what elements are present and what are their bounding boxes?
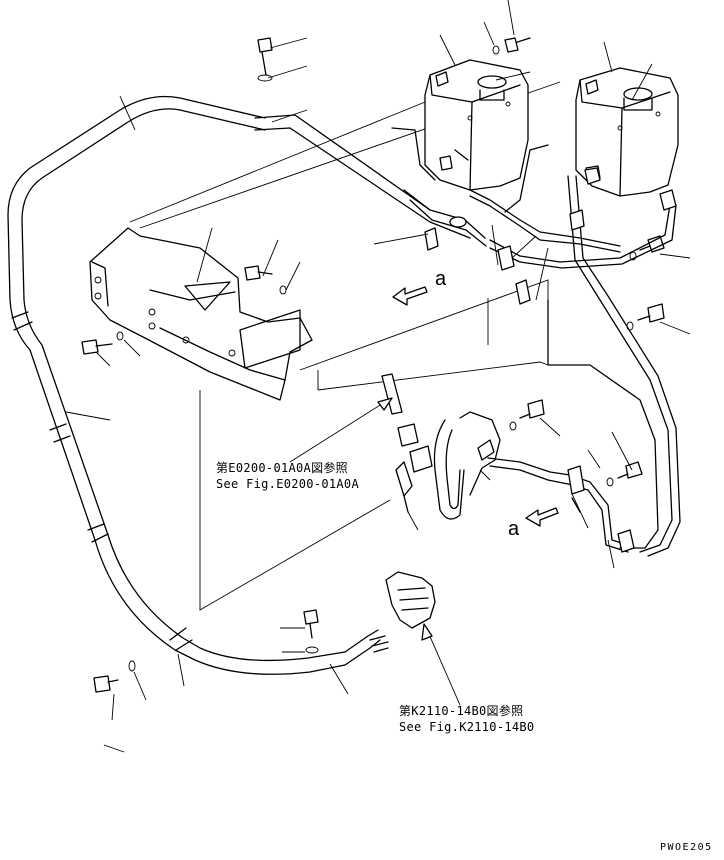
reference-arrow-1 [289,397,393,463]
view-arrow-2 [525,507,559,527]
bolt-top-right [492,37,531,55]
bolt-top [257,37,273,82]
bolt-far-right [606,461,643,487]
bolt-mid [244,265,287,295]
view-marker-a-1: a [435,268,447,290]
bolt-right-2 [626,303,665,331]
leader-lines [65,0,691,753]
bolt-mid-right [509,399,545,431]
reference-label-en-1: See Fig.E0200-01A0A [216,477,359,491]
bolt-left [81,331,124,355]
view-arrow-1 [392,286,428,306]
pipe-clamps [424,167,677,553]
reference-label-jp-1: 第E0200-01A0A図参照 [216,461,348,475]
washer-tank-left [424,59,529,191]
reference-arrow-2 [421,623,461,706]
bolt-bottom [303,609,319,654]
washer-pipes [199,127,681,611]
reference-label-jp-2: 第K2110-14B0図参照 [399,704,524,718]
mount-bracket [89,227,313,401]
drawing-code: PWOE205 [660,842,713,853]
coupling-assembly [433,411,629,553]
bolt-right-1 [629,235,665,261]
bolt-bottom-left [93,660,136,693]
harness-connector [344,571,436,666]
reference-label-en-2: See Fig.K2110-14B0 [399,720,535,734]
small-fittings [381,373,433,513]
hose-loop [7,95,346,675]
view-marker-a-2: a [508,518,520,540]
